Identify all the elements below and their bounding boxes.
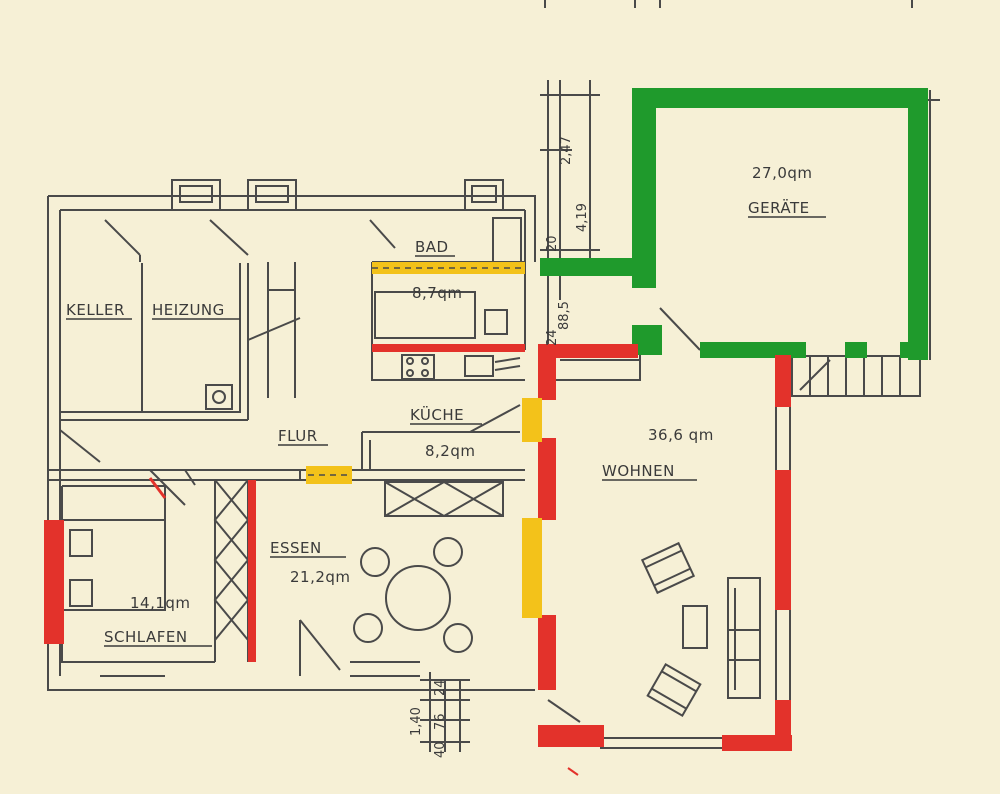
sofa <box>727 577 761 699</box>
dimension-4-19: 4,19 <box>575 203 590 232</box>
armchair <box>640 541 696 595</box>
room-label-keller: KELLER <box>66 301 125 319</box>
dimension-40: 40 <box>433 741 448 758</box>
new-walls-green <box>540 88 928 360</box>
room-label-flur: FLUR <box>278 427 318 445</box>
room-label-kueche: KÜCHE <box>410 405 464 424</box>
room-area-schlafen: 14,1qm <box>130 594 191 612</box>
dimension-88-5: 88,5 <box>557 301 572 330</box>
dimension-20: 20 <box>545 235 560 252</box>
chair <box>353 613 383 643</box>
dimension-1-40: 1,40 <box>409 707 424 736</box>
room-labels: KELLER HEIZUNG BAD 8,7qm KÜCHE 8,2qm FLU… <box>66 164 813 646</box>
room-label-geraete: GERÄTE <box>748 198 810 217</box>
dimension-24-b: 24 <box>433 679 448 696</box>
openings-yellow <box>306 262 542 618</box>
label-underlines <box>66 216 826 647</box>
room-area-kueche: 8,2qm <box>425 442 476 460</box>
armchair <box>646 663 702 717</box>
chair <box>433 537 463 567</box>
coffee-table <box>682 605 708 649</box>
room-label-bad: BAD <box>415 238 449 256</box>
chair <box>360 547 390 577</box>
dimension-76: 76 <box>433 713 448 730</box>
room-label-schlafen: SCHLAFEN <box>104 628 188 646</box>
room-area-bad: 8,7qm <box>412 284 463 302</box>
room-label-wohnen: WOHNEN <box>602 462 675 480</box>
dimension-24: 24 <box>545 329 560 346</box>
dimension-2-47: 2,47 <box>559 136 574 165</box>
dimension-labels: 2,47 4,19 20 24 88,5 1,40 40 76 24 <box>409 136 590 758</box>
dining-table <box>385 565 451 631</box>
room-area-geraete: 27,0qm <box>752 164 813 182</box>
furniture <box>353 537 761 717</box>
room-area-wohnen: 36,6 qm <box>648 426 714 444</box>
room-label-essen: ESSEN <box>270 539 322 557</box>
chair <box>443 623 473 653</box>
existing-walls <box>47 0 940 752</box>
room-area-essen: 21,2qm <box>290 568 351 586</box>
demolished-walls-red <box>44 344 792 776</box>
room-label-heizung: HEIZUNG <box>152 301 225 319</box>
